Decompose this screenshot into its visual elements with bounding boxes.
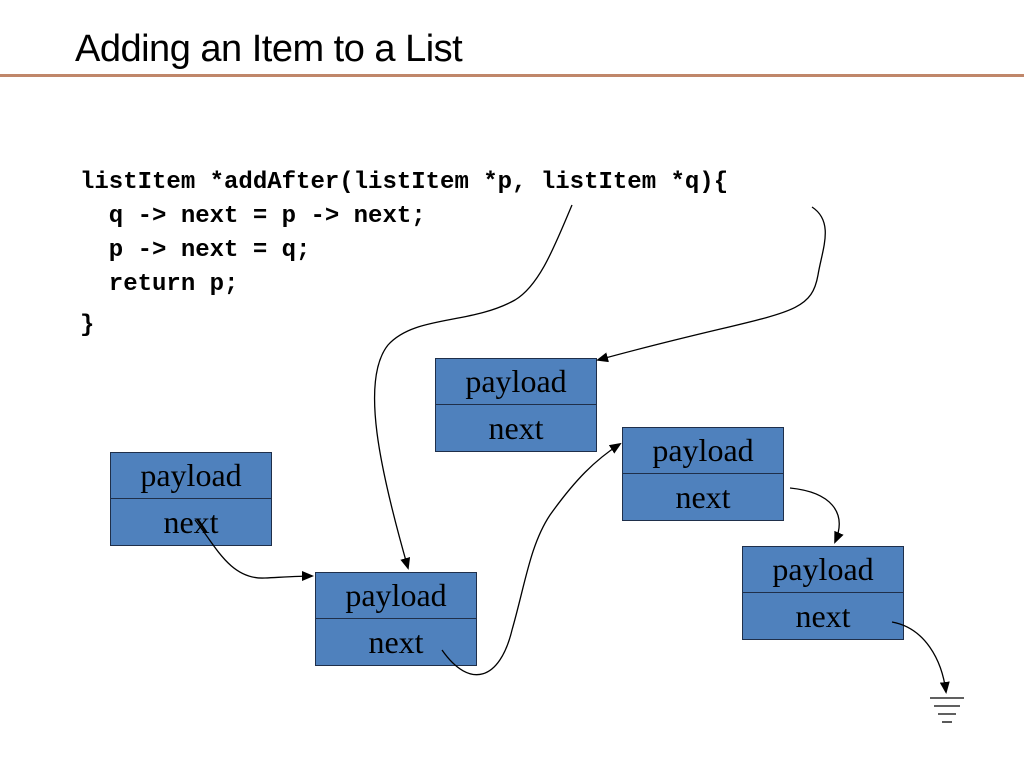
list-node-p: payload next — [315, 572, 477, 666]
arrow-q-param-to-node — [596, 206, 826, 363]
list-node-1: payload next — [110, 452, 272, 546]
code-line-3: p -> next = q; — [80, 237, 311, 264]
node-payload-field: payload — [111, 453, 271, 499]
node-next-field: next — [436, 405, 596, 451]
node-payload-field: payload — [623, 428, 783, 474]
list-node-q: payload next — [435, 358, 597, 452]
node-next-field: next — [743, 593, 903, 639]
node-next-field: next — [316, 619, 476, 665]
node-payload-field: payload — [743, 547, 903, 593]
node-payload-field: payload — [436, 359, 596, 405]
list-node-3: payload next — [622, 427, 784, 521]
code-line-1: listItem *addAfter(listItem *p, listItem… — [80, 169, 729, 196]
code-line-2: q -> next = p -> next; — [80, 203, 426, 230]
arrow-node3-next — [789, 487, 844, 544]
node-payload-field: payload — [316, 573, 476, 619]
title-divider — [0, 74, 1024, 77]
code-line-5: } — [80, 312, 95, 339]
page-title: Adding an Item to a List — [75, 28, 463, 70]
list-node-4: payload next — [742, 546, 904, 640]
ground-icon — [930, 697, 964, 723]
code-line-4: return p; — [80, 271, 239, 298]
node-next-field: next — [623, 474, 783, 520]
node-next-field: next — [111, 499, 271, 545]
